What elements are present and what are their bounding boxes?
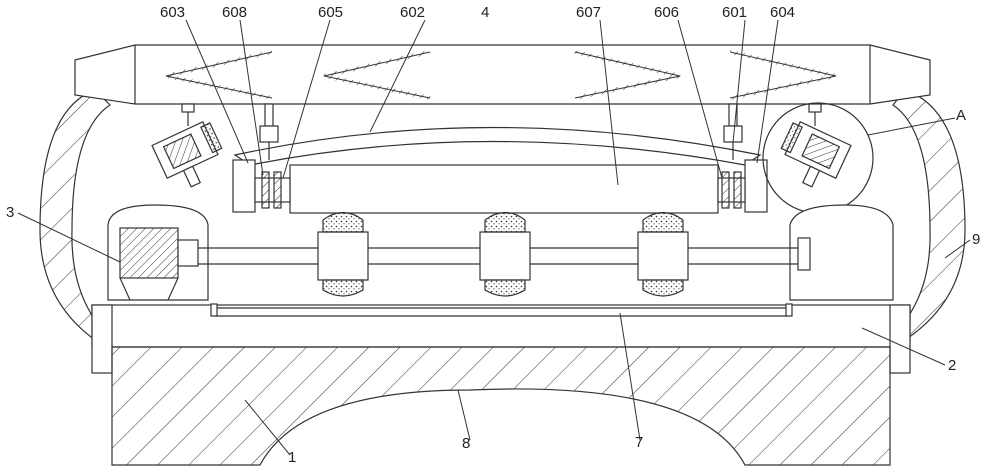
label-605: 605 [318, 4, 343, 21]
label-607: 607 [576, 4, 601, 21]
label-9: 9 [972, 231, 980, 248]
label-4: 4 [481, 4, 489, 21]
leader-lines [17, 19, 971, 456]
top-plate [74, 44, 931, 105]
brush-wheels [317, 211, 689, 297]
label-608: 608 [222, 4, 247, 21]
label-1: 1 [288, 449, 296, 466]
label-8: 8 [462, 435, 470, 452]
right-support [789, 204, 894, 301]
left-nozzle [151, 121, 223, 188]
label-601: 601 [722, 4, 747, 21]
hanging-rods [259, 103, 743, 160]
label-606: 606 [654, 4, 679, 21]
base-frame [91, 304, 911, 374]
curved-guide [233, 126, 762, 166]
roller [289, 164, 719, 214]
bearings [254, 171, 746, 209]
motor-housing [107, 204, 209, 301]
right-nozzle [780, 121, 852, 188]
label-603: 603 [160, 4, 185, 21]
label-2: 2 [948, 357, 956, 374]
label-7: 7 [635, 434, 643, 451]
slide-rail [210, 303, 793, 317]
base-block [111, 346, 891, 466]
label-3: 3 [6, 204, 14, 221]
label-604: 604 [770, 4, 795, 21]
label-602: 602 [400, 4, 425, 21]
label-a: A [956, 107, 966, 124]
